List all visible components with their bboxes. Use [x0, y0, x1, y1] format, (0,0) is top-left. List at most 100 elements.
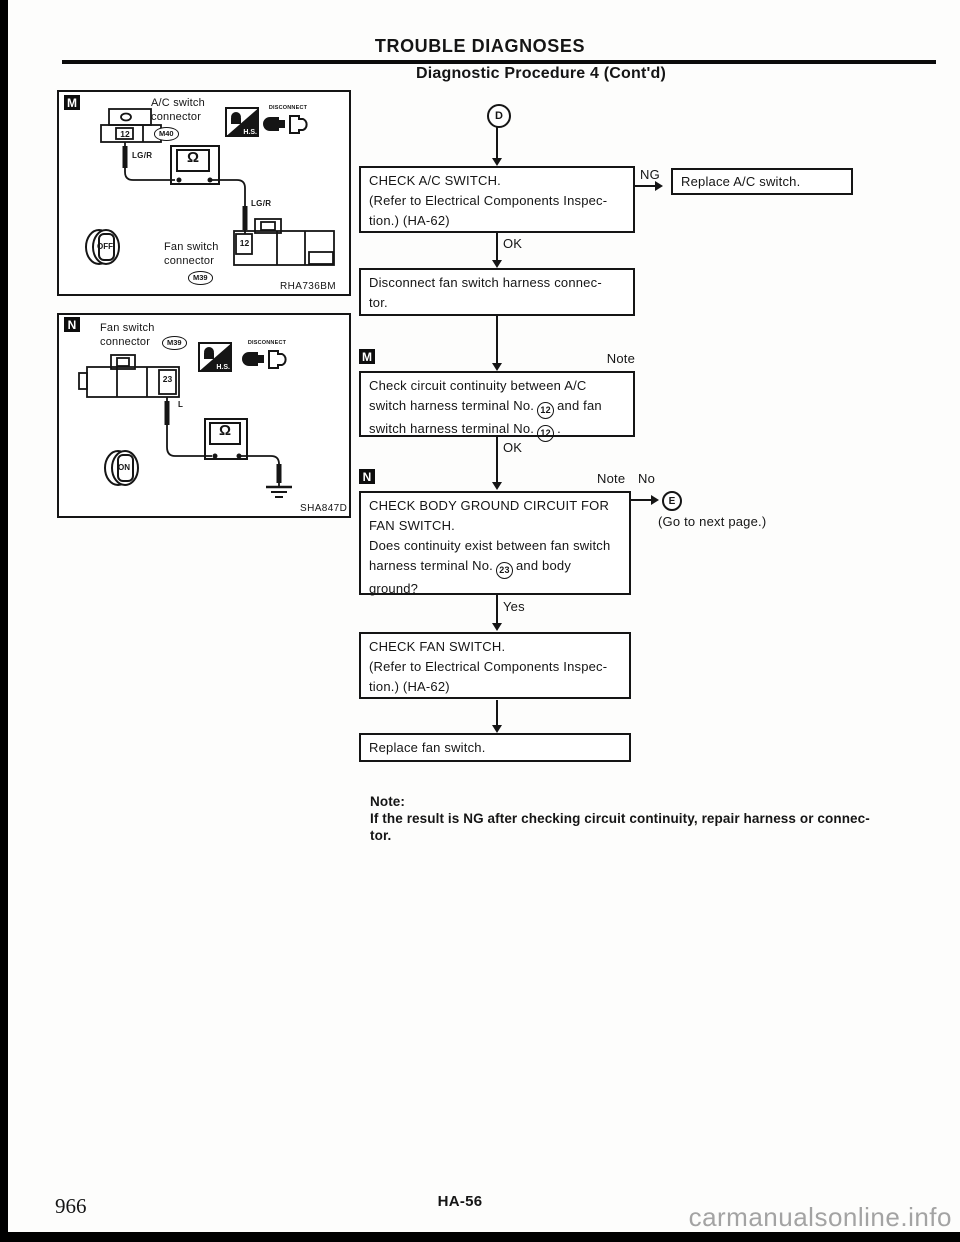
- flow-line: [631, 499, 653, 501]
- knob-art: [104, 450, 139, 486]
- ac-switch-label: A/C switch: [151, 97, 205, 109]
- arrowhead-down: [492, 260, 502, 268]
- step-line: tor.: [369, 295, 388, 310]
- fan-knob-off-icon: OFF: [82, 224, 128, 270]
- step-line: Replace fan switch.: [369, 739, 486, 755]
- flow-line: [496, 437, 498, 482]
- step-line: tion.) (HA-62): [369, 679, 450, 694]
- title-rule: [62, 60, 936, 64]
- connector-d: D: [487, 104, 511, 128]
- footnote: Note: If the result is NG after checking…: [370, 793, 870, 844]
- flow-line: [496, 126, 498, 158]
- scan-edge-left: [0, 0, 8, 1242]
- step-text: .: [557, 421, 561, 436]
- note-reference-label: Note: [606, 351, 635, 366]
- step-line: FAN SWITCH.: [369, 518, 455, 533]
- figure-n-photo-id: SHA847D: [300, 503, 348, 514]
- arrowhead-down: [492, 363, 502, 371]
- step-text: and body: [515, 558, 572, 573]
- book-page-number: 966: [55, 1194, 87, 1218]
- fan-switch-label2: connector: [100, 336, 151, 348]
- branch-label-ok: OK: [503, 440, 523, 455]
- ac-terminal-number: 12: [120, 129, 130, 139]
- step-line: ground?: [369, 581, 419, 596]
- step-check-continuity: Check circuit continuity between A/C swi…: [359, 371, 635, 442]
- step-line: switch harness terminal No.12.: [369, 419, 625, 442]
- step-line: CHECK BODY GROUND CIRCUIT FOR: [369, 498, 610, 513]
- footnote-line: If the result is NG after checking circu…: [370, 811, 870, 826]
- branch-label-ng: NG: [640, 167, 660, 182]
- step-line: Replace A/C switch.: [681, 173, 801, 189]
- figure-m: M A/C switch connector M40 12 H.S. DISCO…: [57, 90, 351, 296]
- hs-tool-icon: H.S.: [225, 107, 259, 137]
- action-replace-ac-switch: Replace A/C switch.: [671, 168, 853, 195]
- ohmmeter-symbol: Ω: [186, 149, 200, 166]
- step-line: Disconnect fan switch harness connec-: [369, 275, 602, 290]
- hs-tool-icon: H.S.: [198, 342, 232, 372]
- note-reference-label: Note: [597, 471, 626, 486]
- watermark-text: carmanualsonline.info: [688, 1202, 952, 1232]
- branch-label-no: No: [638, 471, 656, 486]
- arrowhead-down: [492, 482, 502, 490]
- disconnect-icon: DISCONNECT: [263, 105, 313, 137]
- step-disconnect-fan-switch: Disconnect fan switch harness connec- to…: [359, 268, 635, 316]
- step-text: harness terminal No.: [369, 558, 493, 573]
- step-text: and fan: [557, 398, 602, 413]
- disconnect-icon-art: [263, 115, 308, 134]
- flow-line: [496, 233, 498, 260]
- fan-connector-id-badge: M39: [188, 271, 213, 285]
- step-check-ac-switch: CHECK A/C SWITCH. (Refer to Electrical C…: [359, 166, 635, 233]
- step-line: Does continuity exist between fan switch: [369, 538, 611, 553]
- ac-switch-label2: connector: [151, 111, 202, 123]
- connector-e-letter: E: [668, 495, 676, 507]
- figure-n-badge: N: [64, 317, 80, 332]
- disconnect-icon: DISCONNECT: [242, 340, 292, 372]
- figure-n: N Fan switch connector M39 23 H.S. DISCO…: [57, 313, 351, 518]
- footnote-title: Note:: [370, 794, 405, 809]
- wire-color-label: LG/R: [251, 199, 272, 208]
- hs-icon-label: H.S.: [216, 364, 230, 371]
- hs-icon-label: H.S.: [243, 129, 257, 136]
- figure-n-artwork: [78, 354, 292, 498]
- step-line: Check circuit continuity between A/C: [369, 376, 625, 396]
- procedure-subtitle: Diagnostic Procedure 4 (Cont'd): [415, 65, 667, 82]
- flow-line: [635, 185, 655, 187]
- terminal-12-circle: 12: [537, 402, 555, 419]
- figure-m-artwork: [100, 108, 335, 266]
- ohmmeter-symbol: Ω: [218, 422, 232, 439]
- terminal-23-circle: 23: [495, 562, 513, 579]
- disconnect-icon-label: DISCONNECT: [268, 105, 308, 111]
- step-check-body-ground: CHECK BODY GROUND CIRCUIT FOR FAN SWITCH…: [359, 491, 631, 596]
- branch-label-yes: Yes: [503, 599, 525, 614]
- flow-line: [496, 700, 498, 725]
- fan-switch-label2: connector: [164, 255, 215, 267]
- connector-d-letter: D: [495, 110, 503, 122]
- knob-position-label: ON: [118, 463, 130, 472]
- fan-knob-on-icon: ON: [101, 445, 147, 491]
- step-line: (Refer to Electrical Components Inspec-: [369, 659, 608, 674]
- arrowhead-down: [492, 623, 502, 631]
- step-line: tion.) (HA-62): [369, 213, 450, 228]
- knob-art: [85, 229, 120, 265]
- figure-m-photo-id: RHA736BM: [280, 281, 336, 292]
- action-replace-fan-switch: Replace fan switch.: [359, 733, 631, 762]
- connector-e: E: [662, 491, 682, 511]
- fan-terminal-number: 23: [162, 374, 173, 384]
- step-line: CHECK A/C SWITCH.: [369, 173, 501, 188]
- fan-connector-id-badge: M39: [162, 336, 187, 350]
- arrowhead-right: [651, 495, 659, 505]
- arrowhead-down: [492, 725, 502, 733]
- disconnect-icon-label: DISCONNECT: [247, 340, 287, 346]
- arrowhead-right: [655, 181, 663, 191]
- footnote-line: tor.: [370, 828, 392, 843]
- fan-switch-label: Fan switch: [100, 322, 155, 334]
- branch-label-ok: OK: [503, 236, 523, 251]
- wire-color-label: L: [178, 400, 184, 409]
- flow-line: [496, 316, 498, 363]
- knob-position-label: OFF: [97, 242, 113, 251]
- arrowhead-down: [492, 158, 502, 166]
- goto-next-page-label: (Go to next page.): [658, 514, 767, 529]
- hs-icon-art: [198, 342, 232, 372]
